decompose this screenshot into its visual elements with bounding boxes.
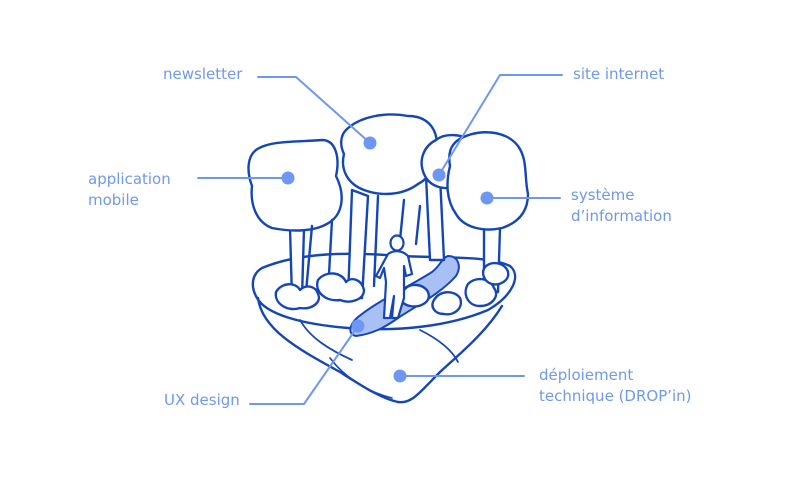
label-systeme-information-line-2: d’information [571,207,672,225]
label-application-mobile-line-1: application [88,170,171,188]
callout-lines [197,74,563,405]
label-site-internet[interactable]: site internet [573,64,664,85]
label-ux-design[interactable]: UX design [164,390,240,411]
label-systeme-information-line-1: système [571,186,635,204]
trees [247,113,530,316]
person-figure [374,234,414,320]
label-systeme-information[interactable]: système d’information [571,185,672,227]
dot-application-mobile [281,171,295,185]
hotspot-dots [281,136,494,383]
label-deploiement-technique[interactable]: déploiement technique (DROP’in) [539,365,692,407]
label-newsletter[interactable]: newsletter [163,64,242,85]
label-application-mobile[interactable]: application mobile [88,169,171,211]
leader-line-ux-design [249,325,359,405]
dot-newsletter [363,136,377,150]
label-deploiement-line-1: déploiement [539,366,634,384]
label-newsletter-line: newsletter [163,65,243,83]
label-ux-design-line: UX design [164,391,240,409]
dot-ux-design [351,319,365,333]
dot-deploiement [393,369,407,383]
label-application-mobile-line-2: mobile [88,191,139,209]
label-site-internet-line: site internet [573,65,665,83]
leader-line-newsletter [257,76,371,144]
dot-systeme-information [480,191,494,205]
leader-line-site-internet [438,74,563,176]
label-deploiement-line-2: technique (DROP’in) [539,387,692,405]
dot-site-internet [432,168,446,182]
